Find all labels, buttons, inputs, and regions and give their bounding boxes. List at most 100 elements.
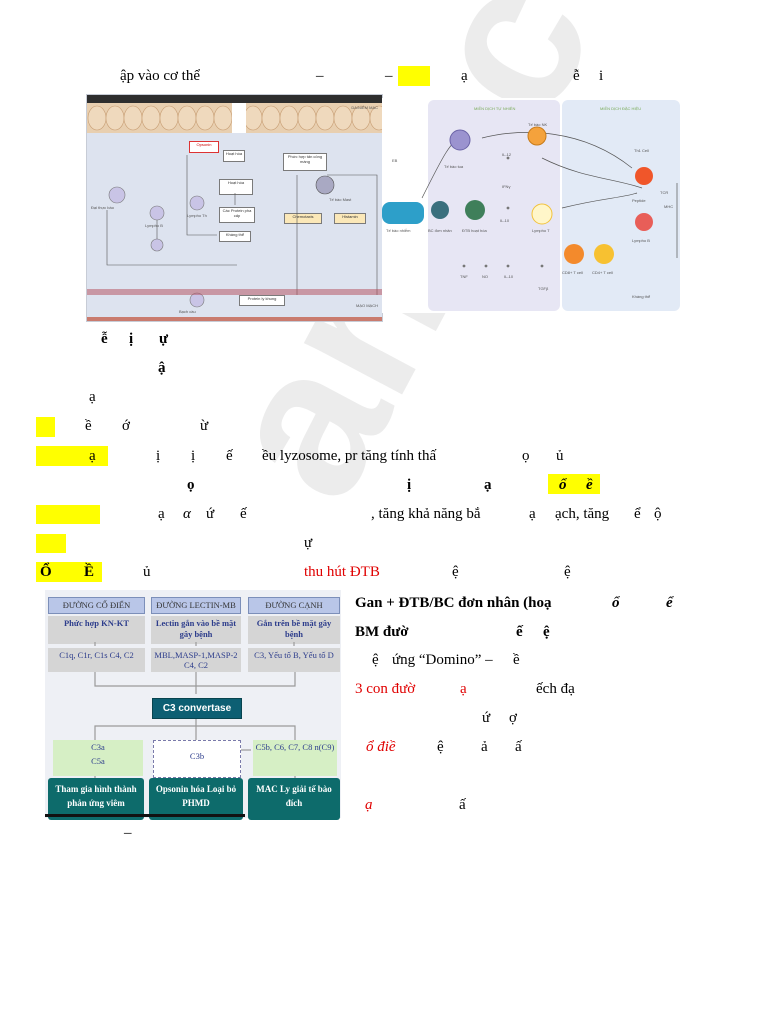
- protein-ly-box: Protein ly khung: [239, 295, 285, 306]
- text-line-7c: ạ: [484, 477, 492, 493]
- right-line-7a: ạ: [365, 797, 373, 813]
- product-c3a: C3a: [91, 742, 105, 752]
- right-line-2b: ế: [516, 624, 523, 640]
- highlight-block-1: [398, 66, 430, 86]
- text-line-5a: ề: [85, 418, 92, 434]
- khang-the-box: Kháng thể: [219, 231, 251, 242]
- illustration-cells-arrows: [87, 155, 382, 321]
- label-no: NO: [482, 274, 488, 279]
- label-bach-cau: Bạch cầu: [179, 309, 196, 314]
- skin-cells: [87, 103, 382, 133]
- right-line-6a: ổ điề: [366, 739, 396, 755]
- label-te-bao-nk: Tế bào NK: [528, 122, 548, 127]
- text-line-4a: ạ: [89, 389, 96, 405]
- text-line-7a: ọ: [187, 477, 195, 493]
- hoat-hoa-box: Hoạt hóa: [223, 150, 245, 162]
- text-dash-1: –: [316, 68, 324, 84]
- outcome-inflammation: Tham gia hình thành phản ứng viêm: [48, 778, 144, 820]
- label-tgfb: TGFβ: [538, 286, 549, 291]
- right-line-2c: ệ: [543, 624, 550, 640]
- label-eb: EB: [392, 158, 398, 163]
- label-il12: IL-12: [502, 152, 512, 157]
- text-line-6d: ế: [226, 448, 233, 464]
- label-th1: Th1 Cell: [634, 148, 649, 153]
- bottom-rule: [45, 814, 245, 817]
- right-line-5a: ứ: [482, 710, 491, 726]
- text-line-8c: ứ: [206, 506, 215, 522]
- text-line-10b: Ề: [84, 564, 95, 580]
- label-cd8: CD8+ T cell: [562, 270, 583, 275]
- highlight-block-4: [548, 474, 600, 494]
- product-mac-components: C5b, C6, C7, C8 n(C9): [253, 740, 337, 776]
- label-tcr: TCR: [660, 190, 669, 195]
- label-te-bao-nhiem: Tế bào nhiễm: [386, 228, 411, 233]
- label-mao-mach: MẠO MẠCH: [356, 303, 378, 308]
- text-line-8b: α: [183, 506, 191, 522]
- text-line-10f: ệ: [564, 564, 571, 580]
- label-peptide: Peptide: [632, 198, 646, 203]
- right-line-1a: Gan + ĐTB/BC đơn nhân (hoạ: [355, 595, 552, 611]
- acute-protein-box: Các Protein pha cấp: [219, 207, 255, 223]
- label-lympho-t: Lympho T: [532, 228, 550, 233]
- label-ifng: IFNγ: [502, 184, 511, 189]
- right-line-1c: ể: [666, 595, 673, 611]
- alternative-pathway-header: ĐƯỜNG CẠNH: [248, 597, 340, 614]
- diagram-cells: [382, 126, 678, 268]
- text-line-8d: ế: [240, 506, 247, 522]
- outcome-mac-lysis: MAC Ly giải tế bào đích: [248, 778, 340, 820]
- text-line-8i: ộ: [654, 506, 662, 522]
- text-line-1f: i: [599, 68, 604, 84]
- highlight-block-2: [36, 417, 55, 437]
- text-line-1e: ễ: [573, 68, 580, 84]
- right-line-4b: ạ: [460, 681, 467, 697]
- text-line-3a: ậ: [158, 360, 166, 376]
- header-innate: MIỄN DỊCH TỰ NHIÊN: [474, 106, 516, 111]
- text-line-6e: ều lyzosome, pr tăng tính thấ: [262, 448, 437, 464]
- text-line-5b: ớ: [122, 418, 130, 434]
- label-mhc: MHC: [664, 204, 674, 209]
- text-line-5c: ừ: [200, 418, 209, 434]
- right-line-3b: ứng “Domino” –: [392, 652, 493, 668]
- illustration-top-band: [87, 95, 382, 103]
- classical-pathway-header: ĐƯỜNG CỔ ĐIỂN: [48, 597, 145, 614]
- text-line-10e: ệ: [452, 564, 459, 580]
- lectin-pathway-header: ĐƯỜNG LECTIN-MB: [151, 597, 241, 614]
- text-line-6c: ị: [191, 448, 196, 464]
- right-line-3a: ệ: [372, 652, 379, 668]
- product-c5a: C5a: [91, 756, 105, 766]
- classical-components: C1q, C1r, C1s C4, C2: [48, 648, 145, 672]
- bottom-dash: –: [124, 825, 132, 841]
- label-lympho-b: Lympho B: [145, 223, 163, 228]
- text-line-6f: ọ: [522, 448, 530, 464]
- text-line-9a: ự: [304, 535, 313, 551]
- right-line-6c: ả: [481, 739, 488, 755]
- text-line-8g: ạch, tăng: [555, 506, 610, 522]
- text-line-7b: ị: [407, 477, 412, 493]
- histamin-box: Histamin: [334, 213, 366, 224]
- text-line-2b: ị: [129, 331, 134, 347]
- text-line-6g: ủ: [556, 448, 564, 464]
- right-line-6d: ấ: [515, 739, 522, 755]
- complement-pathways-diagram: ĐƯỜNG CỔ ĐIỂN ĐƯỜNG LECTIN-MB ĐƯỜNG CẠNH…: [45, 590, 341, 820]
- innate-adaptive-diagram: MIỄN DỊCH TỰ NHIÊN MIỄN DỊCH ĐẶC HIỆU Tế…: [382, 98, 687, 313]
- classical-trigger: Phức hợp KN-KT: [48, 616, 145, 644]
- adaptive-panel: [562, 100, 680, 311]
- lectin-trigger: Lectin gắn vào bề mặt gây bệnh: [151, 616, 241, 644]
- opsonin-box: Opsonin: [189, 141, 219, 153]
- right-line-7b: ấ: [459, 797, 466, 813]
- chemotaxis-box: Chemotaxis: [284, 213, 322, 224]
- right-line-6b: ệ: [437, 739, 444, 755]
- c3-convertase-box: C3 convertase: [152, 698, 242, 719]
- right-line-5b: ợ: [509, 710, 517, 726]
- right-line-4a: 3 con đườ: [355, 681, 416, 697]
- lectin-components: MBL,MASP-1,MASP-2 C4, C2: [151, 648, 241, 672]
- label-dtb: ĐTB hoạt hóa: [462, 228, 487, 233]
- label-bc-don-nhan: BC đơn nhân: [428, 228, 452, 233]
- text-line-1a: ập vào cơ thể: [120, 68, 200, 84]
- label-da-niem-mac: DA/NIÊM MẠC: [351, 105, 378, 110]
- skin-layer: [87, 103, 382, 133]
- text-line-8f: ạ: [529, 506, 536, 522]
- text-line-8h: ể: [634, 506, 641, 522]
- right-line-1b: ổ: [612, 595, 620, 611]
- phuc-hop-box: Phức hợp tấn công màng: [283, 153, 327, 171]
